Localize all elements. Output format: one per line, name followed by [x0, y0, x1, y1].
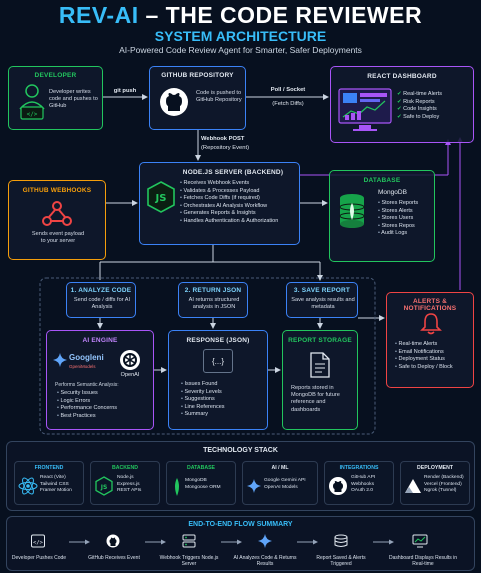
page-subtitle: SYSTEM ARCHITECTURE: [154, 28, 327, 44]
nodejs-responsibility-list: Receives Webhook Events Validates & Proc…: [180, 180, 278, 226]
json-braces-icon: {...}: [203, 349, 233, 373]
response-json-box: RESPONSE (JSON) {...} Issues Found Sever…: [168, 330, 268, 430]
technology-stack-section: TECHNOLOGY STACK FRONTEND React (Vite) T…: [6, 441, 475, 511]
github-webhooks-box: GITHUB WEBHOOKS Sends event payload to y…: [8, 180, 106, 260]
step-return-json: 2. RETURN JSON AI returns structured ana…: [178, 282, 248, 318]
database-store-list: Stores Reports Stores Alerts Stores User…: [378, 200, 418, 238]
svg-text:</>: </>: [27, 111, 38, 118]
github-repository-box: GITHUB REPOSITORY Code is pushed to GitH…: [149, 66, 246, 130]
deployment-triangle-icon: [405, 479, 421, 493]
nodejs-server-box: NODE.JS SERVER (BACKEND) JS Receives Web…: [139, 162, 300, 245]
alerts-list: Real-time Alerts Email Notifications Dep…: [395, 341, 452, 371]
stack-frontend: FRONTEND React (Vite) Tailwind CSS Frame…: [14, 461, 84, 505]
code-icon: </>: [31, 534, 45, 548]
openai-icon: [120, 350, 140, 370]
ai-sparkle-flow-icon: [258, 534, 272, 548]
mongodb-label: MongoDB: [378, 189, 407, 196]
database-box: DATABASE MongoDB Stores Reports Stores A…: [329, 170, 435, 262]
gemini-logo: Googleni GpeniModels: [53, 349, 111, 377]
react-icon: [18, 477, 38, 495]
git-push-label: git push: [113, 88, 137, 94]
flow-step-3: Webhook Triggers Node.js Server: [159, 555, 219, 568]
page-title: REV-AI – THE CODE REVIEWER: [58, 2, 423, 28]
poll-socket-label: Poll / Socket: [270, 87, 306, 93]
page-tagline: AI-Powered Code Review Agent for Smarter…: [119, 45, 362, 55]
database-cylinder-icon: [339, 194, 365, 228]
webhook-icon: [42, 201, 72, 226]
webhook-post-label: Webhook POST: [201, 136, 245, 142]
developer-box: DEVELOPER </> Developer writes code and …: [8, 66, 103, 130]
github-flow-icon: [106, 534, 120, 548]
flow-summary-arrows: [69, 539, 394, 545]
gemini-sparkle-icon: [53, 353, 67, 367]
ai-engine-box: AI ENGINE Googleni GpeniModels OpenAI Pe…: [46, 330, 154, 430]
response-field-list: Issues Found Severity Levels Suggestions…: [181, 381, 224, 419]
bell-icon: [420, 313, 442, 335]
alerts-notifications-box: ALERTS & NOTIFICATIONS Real-time Alerts …: [386, 292, 474, 388]
document-icon: [310, 352, 330, 378]
github-icon: [160, 88, 188, 116]
flow-step-4: AI Analyzes Code & Returns Results: [233, 555, 297, 568]
nodejs-icon: JS: [147, 181, 175, 213]
mongodb-leaf-icon: [175, 478, 179, 496]
flow-step-5: Report Saved & Alerts Triggered: [316, 555, 366, 568]
repository-event-label: (Repository Event): [201, 145, 250, 151]
react-dashboard-box: REACT DASHBOARD Real-time Alerts Risk Re…: [330, 66, 474, 143]
svg-text:JS: JS: [100, 484, 108, 491]
flow-step-2: GitHub Receives Event: [88, 555, 140, 561]
flow-summary-section: END-TO-END FLOW SUMMARY </> Developer Pu…: [6, 516, 475, 571]
flow-step-1: Developer Pushes Code: [11, 555, 67, 561]
stack-ai-ml: AI / ML Google Gemini API OpenAI Models: [242, 461, 318, 505]
nodejs-small-icon: JS: [95, 476, 113, 496]
dashboard-feature-list: Real-time Alerts Risk Reports Code Insig…: [397, 91, 442, 121]
monitor-flow-icon: [412, 534, 428, 548]
stack-backend: BACKEND JS Node.js Express.js REST APIs: [90, 461, 160, 505]
dashboard-monitor-icon: [338, 88, 392, 131]
stack-integrations: INTEGRATIONS GitHub API Webhooks OAuth 2…: [324, 461, 394, 505]
stack-deployment: DEPLOYMENT Render (Backend) Vercel (Fron…: [400, 461, 470, 505]
ai-analysis-list: Security Issues Logic Errors Performance…: [57, 390, 117, 420]
step-analyze-code: 1. ANALYZE CODE Send code / diffs for AI…: [66, 282, 136, 318]
github-small-icon: [329, 477, 347, 495]
svg-text:JS: JS: [155, 193, 167, 204]
fetch-diffs-label: (Fetch Diffs): [272, 101, 304, 107]
ai-sparkle-icon: [247, 479, 261, 493]
report-storage-box: REPORT STORAGE Reports stored in MongoDB…: [282, 330, 358, 430]
developer-icon: </>: [19, 84, 45, 120]
server-icon: [182, 534, 196, 548]
stack-database: DATABASE MongoDB Mongoose ORM: [166, 461, 236, 505]
svg-text:</>: </>: [33, 540, 44, 546]
report-stack-icon: [334, 534, 348, 547]
step-save-report: 3. SAVE REPORT Save analysis results and…: [286, 282, 358, 318]
flow-step-6: Dashboard Displays Results in Real-time: [388, 555, 458, 568]
